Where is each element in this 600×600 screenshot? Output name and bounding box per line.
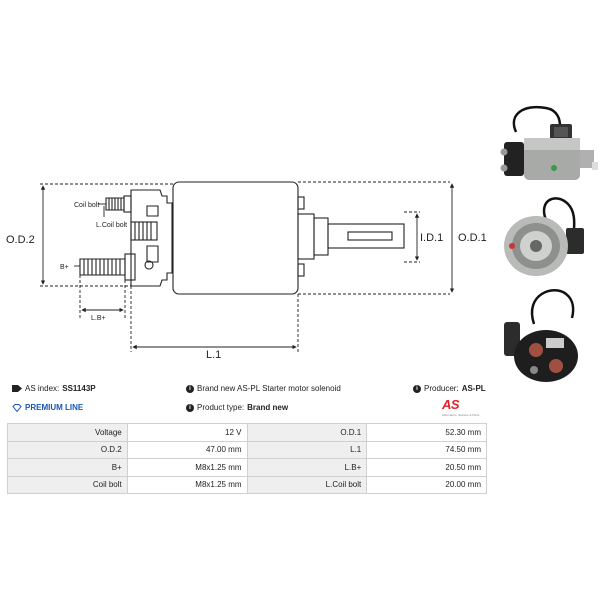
spec-key: B+: [7, 458, 128, 477]
solenoid-terminal-view: [504, 289, 578, 382]
lcoil-bolt-drawing: [130, 221, 158, 241]
plunger-drawing: [297, 213, 405, 260]
tag-icon: [12, 385, 22, 392]
od2-label: O.D.2: [6, 234, 35, 246]
spec-key: L.1: [246, 440, 368, 459]
spec-value: 20.00 mm: [366, 475, 487, 494]
spec-value: 47.00 mm: [126, 440, 248, 459]
as-index-row: AS index: SS1143P: [12, 384, 96, 393]
solenoid-side-view: [500, 105, 598, 180]
spec-key: L.B+: [246, 458, 368, 477]
spec-key: Coil bolt: [7, 475, 128, 494]
spec-key: O.D.2: [7, 440, 128, 459]
lbplus-label: L.B+: [91, 315, 106, 322]
info-icon: i: [413, 384, 421, 393]
table-row: Coil bolt M8x1.25 mm L.Coil bolt 20.00 m…: [7, 475, 487, 494]
product-description: Brand new AS-PL Starter motor solenoid: [197, 384, 341, 393]
logo-subtitle: Alternators, Starters & Parts: [442, 413, 480, 417]
table-row: Voltage 12 V O.D.1 52.30 mm: [7, 423, 487, 442]
spec-value: 74.50 mm: [366, 440, 487, 459]
producer-row: i Producer: AS-PL: [413, 384, 486, 393]
solenoid-dimension-drawing: O.D.2 O.D.1 I.D.1 L.1 Coil bolt L.Coil b…: [6, 181, 487, 361]
product-type-value: Brand new: [247, 403, 289, 412]
diamond-icon: [12, 403, 22, 412]
solenoid-front-view: [504, 197, 584, 276]
specs-table: Voltage 12 V O.D.1 52.30 mm O.D.2 47.00 …: [7, 423, 487, 494]
spec-value: 20.50 mm: [366, 458, 487, 477]
spec-key: O.D.1: [246, 423, 368, 442]
as-index-value: SS1143P: [62, 384, 96, 393]
od1-label: O.D.1: [458, 232, 487, 244]
l1-label: L.1: [206, 349, 221, 361]
product-type-label: Product type:: [197, 403, 245, 412]
bplus-terminal-drawing: [79, 253, 154, 281]
as-index-label: AS index:: [25, 384, 60, 393]
coil-bolt-drawing: [105, 195, 132, 213]
spec-value: 12 V: [126, 423, 248, 442]
product-type-row: i Product type: Brand new: [186, 403, 288, 412]
info-icon: i: [186, 403, 194, 412]
table-row: O.D.2 47.00 mm L.1 74.50 mm: [7, 440, 487, 459]
info-icon: i: [186, 384, 194, 393]
premium-line-row: PREMIUM LINE: [12, 403, 83, 412]
lcoil-bolt-label: L.Coil bolt: [96, 222, 127, 229]
spec-value: M8x1.25 mm: [126, 458, 248, 477]
solenoid-body: [172, 181, 299, 295]
as-pl-logo: AS Alternators, Starters & Parts: [442, 396, 492, 417]
solenoid-cap: [130, 189, 173, 287]
spec-value: 52.30 mm: [366, 423, 487, 442]
logo-mark: AS: [442, 397, 460, 412]
id1-label: I.D.1: [420, 232, 443, 244]
coil-bolt-label: Coil bolt: [74, 202, 99, 209]
description-row: i Brand new AS-PL Starter motor solenoid: [186, 384, 341, 393]
spec-key: L.Coil bolt: [246, 475, 368, 494]
bplus-label: B+: [60, 264, 69, 271]
spec-key: Voltage: [7, 423, 128, 442]
producer-label: Producer:: [424, 384, 459, 393]
table-row: B+ M8x1.25 mm L.B+ 20.50 mm: [7, 458, 487, 477]
premium-line-label: PREMIUM LINE: [25, 403, 84, 412]
producer-value: AS-PL: [461, 384, 486, 393]
spec-value: M8x1.25 mm: [126, 475, 248, 494]
